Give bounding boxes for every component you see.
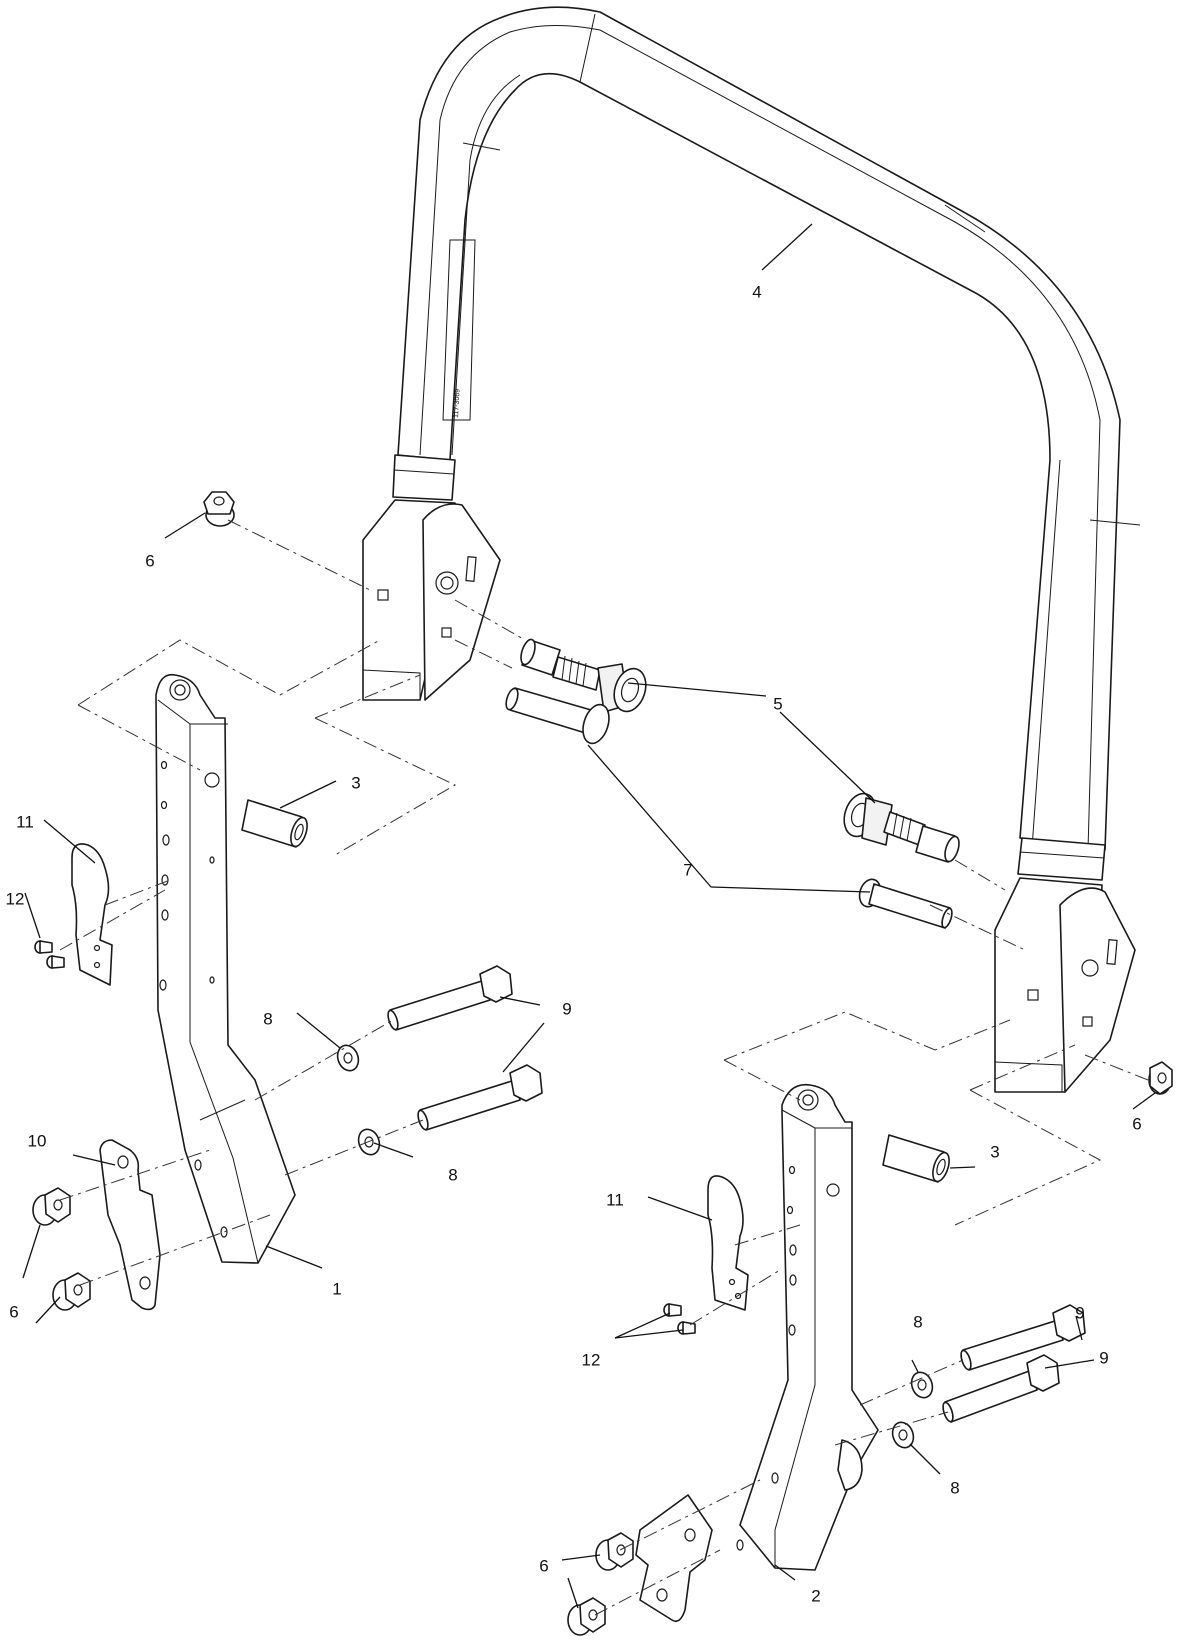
callout-rollbar: 4 <box>752 282 761 301</box>
callout-nut-right-top: 6 <box>1132 1114 1141 1133</box>
bracket-right <box>736 1083 879 1571</box>
bolt-right-top <box>960 1304 1086 1371</box>
callout-pivot-pin: 7 <box>683 860 692 879</box>
spacer-left <box>241 799 308 848</box>
callout-spacer-left: 3 <box>351 773 360 792</box>
callout-bracket-left: 1 <box>332 1279 341 1298</box>
latch-pin-right <box>843 792 960 863</box>
callout-nut-top-left: 6 <box>145 551 154 570</box>
nut-right-bottom-b <box>567 1597 606 1636</box>
nut-left-bottom-b <box>52 1272 91 1311</box>
nut-right-top <box>1148 1061 1173 1095</box>
bolt-left-top <box>387 965 513 1031</box>
callout-plate-left: 10 <box>28 1131 47 1150</box>
callout-spacer-right: 3 <box>990 1142 999 1161</box>
nut-top-left <box>203 491 235 527</box>
leader-lines <box>22 223 1156 1609</box>
callout-screw-right: 12 <box>582 1350 601 1369</box>
washer-left-top <box>336 1044 360 1072</box>
callout-bracket-right: 2 <box>811 1586 820 1605</box>
decal-label: 117-3069 <box>453 389 462 418</box>
callout-bolt-right: 9 <box>1075 1303 1084 1322</box>
callout-nut-left-bottom: 6 <box>9 1302 18 1321</box>
clip-right <box>707 1175 749 1311</box>
clip-left <box>71 843 113 986</box>
latch-pin-left <box>520 638 647 713</box>
bolt-right-bottom <box>942 1354 1060 1423</box>
plate-right <box>635 1494 713 1623</box>
callout-screw-left: 12 <box>6 889 25 908</box>
callout-labels: 4 6 5 3 11 12 7 9 8 8 10 1 6 6 3 11 12 8… <box>6 282 1142 1605</box>
bracket-left <box>155 673 296 1264</box>
nut-left-bottom-a <box>32 1187 71 1226</box>
pivot-pin-left <box>505 687 610 745</box>
callout-clip-right: 11 <box>606 1190 624 1209</box>
callout-nut-right-bottom: 6 <box>539 1556 548 1575</box>
callout-washer-left-top: 8 <box>263 1009 272 1028</box>
pivot-pin-right <box>858 878 953 929</box>
assembly-lines <box>59 519 1149 1616</box>
callout-clip-left: 11 <box>16 812 34 831</box>
callout-bolt-right-b: 9 <box>1099 1348 1108 1367</box>
screw-right <box>663 1303 696 1335</box>
screw-left <box>34 940 65 969</box>
callout-latch-pin: 5 <box>773 694 782 713</box>
washer-right-top <box>910 1371 934 1399</box>
callout-washer-left-bottom: 8 <box>448 1165 457 1184</box>
bolt-left-bottom <box>417 1064 543 1131</box>
spacer-right <box>882 1134 950 1183</box>
callout-bolt-left: 9 <box>562 999 571 1018</box>
washer-right-bottom <box>891 1421 915 1449</box>
roll-bar: 117-3069 <box>362 6 1141 1093</box>
callout-washer-right-top: 8 <box>913 1312 922 1331</box>
plate-left <box>99 1139 161 1311</box>
callout-washer-right-bottom: 8 <box>950 1478 959 1497</box>
nut-right-bottom-a <box>595 1532 634 1571</box>
